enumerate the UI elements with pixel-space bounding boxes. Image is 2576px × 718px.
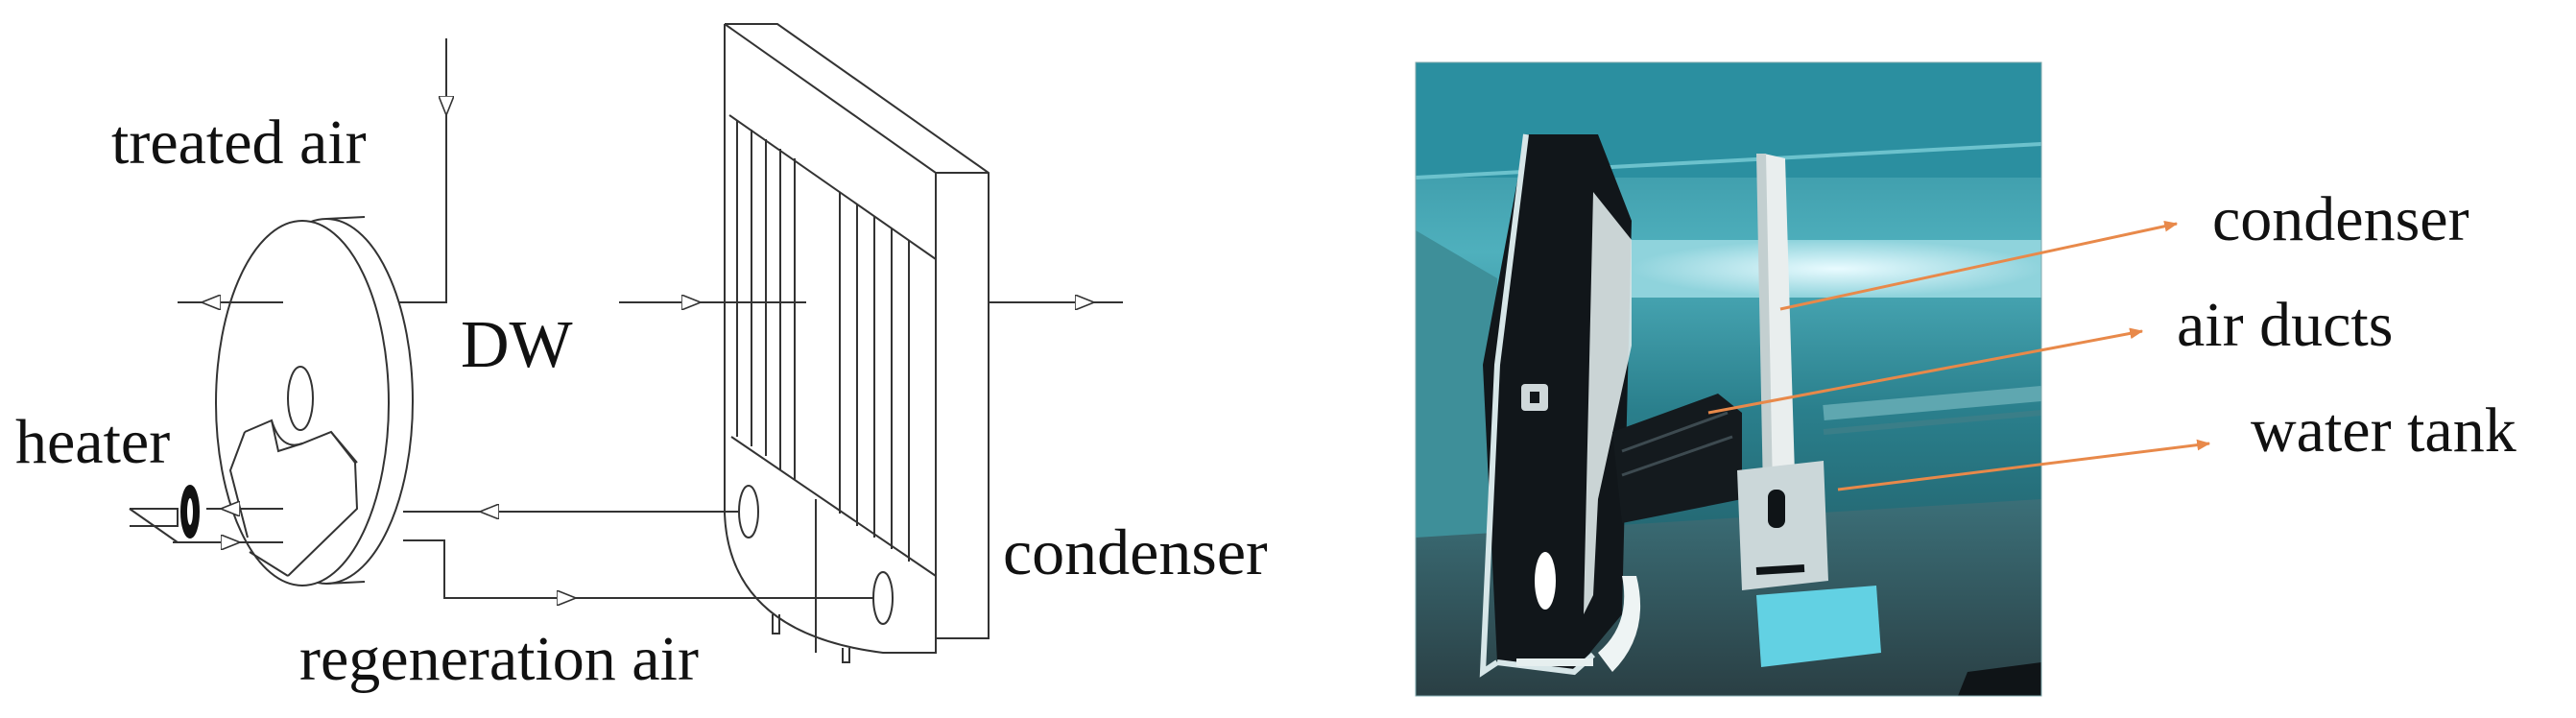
schematic [129, 23, 1123, 663]
callout-water-tank: water tank [2251, 395, 2516, 466]
heater-icon [180, 485, 200, 538]
callout-air-ducts: air ducts [2177, 290, 2393, 360]
condenser-unit [724, 23, 990, 663]
label-condenser: condenser [1003, 515, 1268, 588]
label-regeneration-air: regeneration air [299, 624, 699, 694]
label-heater: heater [15, 407, 170, 477]
label-dw: DW [461, 308, 573, 382]
callout-condenser: condenser [2212, 184, 2469, 254]
label-treated-air: treated air [111, 108, 367, 178]
photo [1415, 61, 2211, 697]
desiccant-wheel [215, 216, 414, 586]
